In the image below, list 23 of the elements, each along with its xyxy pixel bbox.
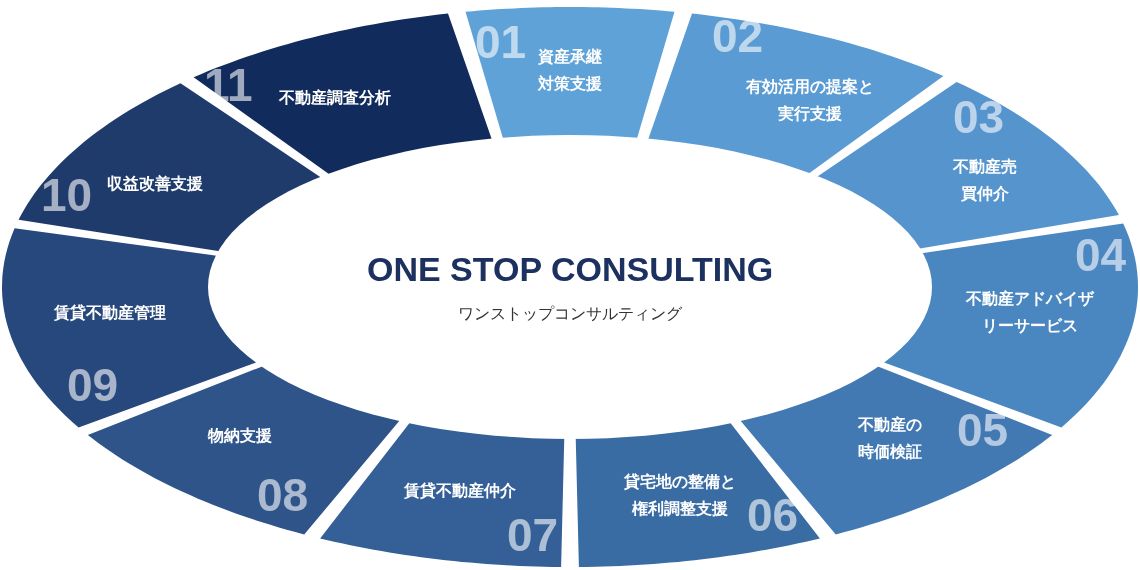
service-label: 有効活用の提案と実行支援: [746, 76, 874, 126]
service-label: 不動産アドバイザリーサービス: [966, 288, 1094, 338]
segment-number: 02: [712, 13, 764, 59]
segment-number: 05: [957, 407, 1009, 453]
service-label: 物納支援: [207, 425, 273, 447]
service-label: 不動産の時価検証: [858, 414, 922, 464]
segment-number: 08: [257, 472, 309, 518]
service-label: 貸宅地の整備と権利調整支援: [624, 471, 736, 521]
service-label: 賃貸不動産管理: [53, 302, 167, 324]
segment-number: 03: [953, 94, 1005, 140]
service-label: 不動産売買仲介: [953, 156, 1017, 206]
subheading: ワンストップコンサルティング: [458, 303, 682, 325]
segment-number: 06: [747, 492, 799, 538]
segment-number: 01: [475, 19, 527, 65]
segment-number: 07: [507, 512, 559, 558]
segment-number: 09: [67, 362, 119, 408]
segment-number: 04: [1075, 232, 1127, 278]
service-label: 賃貸不動産仲介: [403, 480, 517, 502]
service-label: 収益改善支援: [106, 173, 204, 195]
segment-number: 10: [41, 172, 93, 218]
service-label: 不動産調査分析: [278, 87, 392, 109]
service-label: 資産承継対策支援: [538, 46, 602, 96]
heading: ONE STOP CONSULTING: [367, 249, 774, 290]
